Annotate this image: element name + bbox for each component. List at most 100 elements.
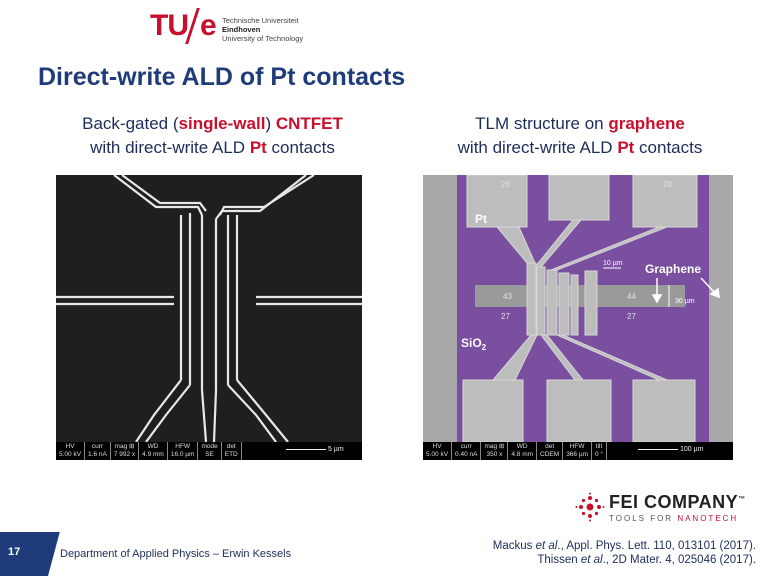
databar-label: mag ⊞ [484, 443, 505, 450]
databar-label: curr [460, 443, 472, 450]
logo-line2: Eindhoven [222, 25, 261, 34]
databar-value: 4.8 mm [511, 451, 534, 458]
page-number: 17 [8, 546, 21, 558]
databar-label: det [545, 443, 555, 450]
fei-tag-text: TOOLS FOR [609, 514, 678, 523]
references: Mackus et al., Appl. Phys. Lett. 110, 01… [493, 539, 756, 567]
sio2-text: SiO [461, 336, 482, 350]
databar-label: curr [91, 443, 104, 450]
databar-label: mag ⊞ [114, 443, 135, 450]
databar-label: WD [147, 443, 159, 450]
reference-1: Mackus et al., Appl. Phys. Lett. 110, 01… [493, 539, 756, 553]
ref-author: Mackus [492, 540, 536, 552]
ref-etal: et al [535, 540, 558, 552]
databar-value: 5.00 kV [426, 451, 449, 458]
pad-number: 28 [501, 180, 510, 189]
databar-value: 5.00 kV [59, 451, 82, 458]
left-cap-text: ) [265, 114, 276, 133]
left-cap-text: contacts [266, 138, 335, 157]
sio2-subscript: 2 [482, 343, 487, 352]
right-cap-text: with direct-write ALD [457, 138, 618, 157]
logo-line3: University of Technology [222, 34, 304, 43]
fei-dots-icon [575, 492, 605, 522]
scale-10um-label: 10 µm [603, 260, 623, 267]
databar-label: WD [516, 443, 528, 450]
fei-tagline: TOOLS FOR NANOTECH [609, 514, 738, 523]
slide-title: Direct-write ALD of Pt contacts [38, 63, 406, 91]
databar-label: HFW [569, 443, 585, 450]
pad-number: 28 [663, 180, 672, 189]
fei-name-text: FEI COMPANY [609, 492, 739, 512]
left-caption: Back-gated (single-wall) CNTFET with dir… [40, 112, 385, 160]
scale-30um-label: 30 µm [675, 298, 695, 305]
databar-cell: mag ⊞7 992 x [110, 442, 140, 460]
ref-citation: ., Appl. Phys. Lett. 110, 013101 (2017). [557, 540, 756, 552]
right-cap-highlight: graphene [608, 114, 685, 133]
fei-company-logo: FEI COMPANY™ TOOLS FOR NANOTECH [575, 490, 755, 530]
ref-etal: et al [580, 554, 603, 566]
databar-value: 0.40 nA [455, 451, 478, 458]
pad-number: 27 [627, 312, 636, 321]
right-caption: TLM structure on graphene with direct-wr… [415, 112, 745, 160]
fei-tag-highlight: NANOTECH [677, 514, 739, 523]
logo-mark-e: e [200, 9, 217, 42]
databar-label: tilt [595, 443, 603, 450]
left-cap-highlight: CNTFET [275, 114, 343, 133]
databar-value: 1.6 nA [88, 451, 107, 458]
pt-label: Pt [475, 212, 487, 226]
databar-value: 7 992 x [113, 451, 136, 458]
scale-label: 100 µm [679, 446, 704, 453]
ref-citation: ., 2D Mater. 4, 025046 (2017). [602, 554, 756, 566]
tue-logo: TU e Technische Universiteit Eindhoven U… [150, 8, 320, 48]
left-cap-highlight: Pt [249, 138, 267, 157]
reference-2: Thissen et al., 2D Mater. 4, 025046 (201… [493, 553, 756, 567]
databar-label: det [226, 443, 236, 450]
pad-number: 43 [503, 292, 512, 301]
graphene-label: Graphene [645, 262, 701, 276]
ref-author: Thissen [537, 554, 581, 566]
left-cap-text: with direct-write ALD [90, 138, 250, 157]
databar-value: 4.9 mm [142, 451, 164, 458]
databar-value: SE [205, 451, 214, 458]
tlm-sem-image: Pt SiO2 Graphene 10 µm 30 µm 43 44 28 28… [423, 175, 733, 460]
databar-value: 16.0 µm [170, 451, 195, 458]
databar-label: HV [65, 443, 75, 450]
right-cap-text: TLM structure on [475, 114, 609, 133]
scale-bar: 100 µm [638, 446, 703, 453]
left-cap-highlight: single-wall [178, 114, 266, 133]
databar-value: 0 ° [595, 451, 604, 458]
left-cap-text: Back-gated ( [82, 114, 179, 133]
databar-cell: mag ⊞350 x [480, 442, 509, 460]
databar-value: CDEM [540, 451, 560, 458]
tlm-drawing: Pt SiO2 Graphene 10 µm 30 µm 43 44 28 28… [423, 175, 733, 443]
footer-department: Department of Applied Physics – Erwin Ke… [60, 548, 292, 560]
cntfet-contacts-drawing [56, 175, 362, 443]
logo-text: Technische Universiteit Eindhoven Univer… [222, 16, 303, 43]
databar-value: 366 µm [566, 451, 588, 458]
scale-bar: 5 µm [286, 446, 344, 453]
sio2-label: SiO2 [461, 336, 487, 352]
scale-label: 5 µm [327, 446, 344, 453]
fei-name: FEI COMPANY™ [609, 492, 746, 513]
databar-label: HV [432, 443, 442, 450]
logo-line1: Technische Universiteit [222, 16, 299, 25]
databar-label: HFW [175, 443, 191, 450]
fei-trademark: ™ [738, 496, 746, 503]
right-cap-text: contacts [634, 138, 703, 157]
right-cap-highlight: Pt [617, 138, 635, 157]
pad-number: 44 [627, 292, 636, 301]
